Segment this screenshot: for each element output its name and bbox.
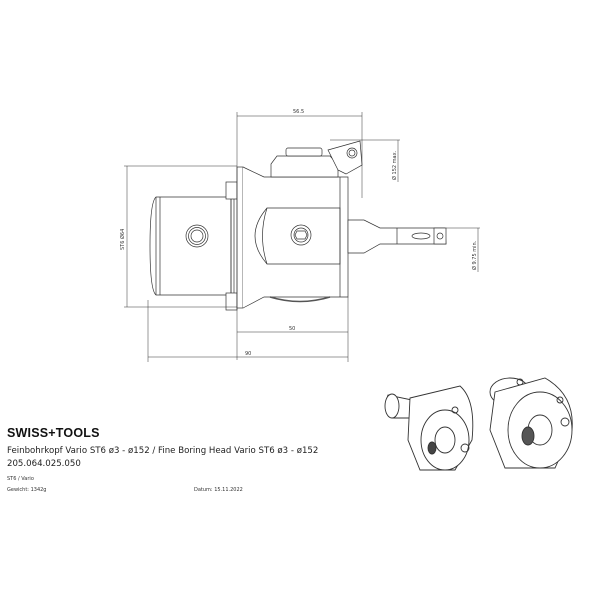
tool-holder [270, 140, 363, 178]
dim-50: 50 [289, 326, 295, 332]
dim-max-diameter: Ø 152 max. [391, 150, 398, 180]
dimension-lines [124, 112, 480, 362]
dim-56-5: 56.5 [293, 109, 304, 115]
isometric-view-rear [489, 377, 573, 469]
boring-bar [347, 219, 447, 254]
dim-min-diameter: Ø 9.75 min. [471, 240, 478, 270]
body [236, 166, 349, 309]
date-label: Datum: 15.11.2022 [194, 487, 243, 493]
dim-90: 90 [245, 351, 251, 357]
swisstools-logo: SWISS+TOOLS [7, 426, 100, 440]
weight-label: Gewicht: 1342g [7, 487, 47, 493]
shank [149, 181, 238, 311]
dim-shank: ST6 Ø64 [119, 229, 126, 250]
isometric-view-front [384, 385, 474, 471]
series-label: ST6 / Vario [7, 476, 34, 482]
drawing-title: Feinbohrkopf Vario ST6 ø3 - ø152 / Fine … [7, 446, 319, 456]
article-number: 205.064.025.050 [7, 459, 81, 469]
